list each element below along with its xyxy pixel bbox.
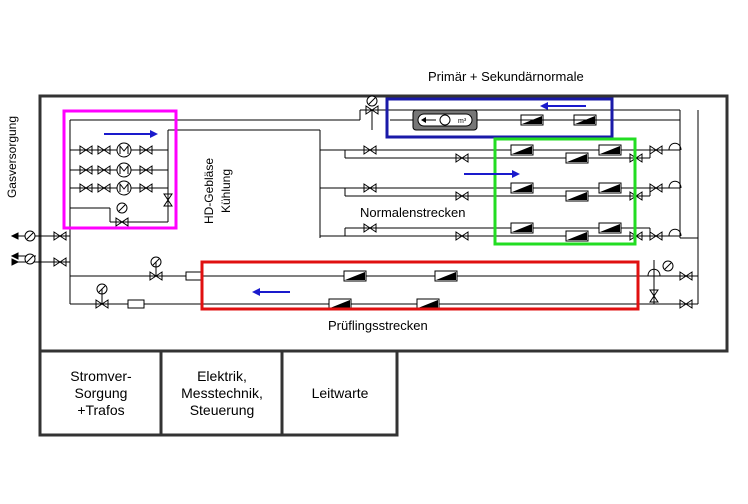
- label-hd-blower: HD-Gebläse: [202, 157, 217, 225]
- room-power-supply-line1: Stromver-: [70, 367, 132, 384]
- building-outline: [38, 94, 729, 353]
- room-control-room: Leitwarte: [284, 353, 396, 433]
- flow-arrow-test: [252, 288, 290, 296]
- label-cooling: Kühlung: [219, 168, 234, 214]
- highlight-test-lines: [200, 260, 640, 311]
- blower-piping: [70, 109, 681, 238]
- room-electrics-line3: Steuerung: [189, 401, 255, 418]
- lower-rooms-outline: [38, 351, 399, 437]
- flow-arrow-normal: [464, 170, 520, 178]
- label-normal-lines: Normalenstrecken: [360, 205, 466, 220]
- blower-components: [79, 142, 173, 227]
- normal-lines-piping: [320, 149, 680, 237]
- highlight-blower-group: [62, 109, 178, 230]
- flow-arrow-primary: [540, 102, 586, 110]
- room-power-supply-line2: Sorgung: [74, 384, 128, 401]
- label-gas-supply: Gasversorgung: [5, 115, 20, 199]
- test-lines-components: [95, 256, 693, 310]
- room-control-room-line1: Leitwarte: [311, 384, 369, 401]
- room-electrics-line2: Messtechnik,: [181, 384, 263, 401]
- gas-supply-inlets: [10, 120, 71, 304]
- room-electrics: Elektrik, Messtechnik, Steuerung: [163, 353, 281, 433]
- highlight-primary-secondary: [385, 97, 614, 139]
- highlight-normal-lines: [493, 137, 637, 246]
- room-power-supply-line3: +Trafos: [77, 401, 125, 418]
- room-electrics-line1: Elektrik,: [197, 367, 247, 384]
- label-test-lines: Prüflingsstrecken: [328, 318, 428, 333]
- test-lines-piping: [70, 110, 699, 305]
- room-power-supply: Stromver- Sorgung +Trafos: [42, 353, 160, 433]
- primary-meter-device: [412, 109, 478, 131]
- label-primary-secondary: Primär + Sekundärnormale: [428, 69, 584, 84]
- meter-unit-symbol: m³: [458, 118, 467, 125]
- flow-arrow-blower: [104, 130, 158, 138]
